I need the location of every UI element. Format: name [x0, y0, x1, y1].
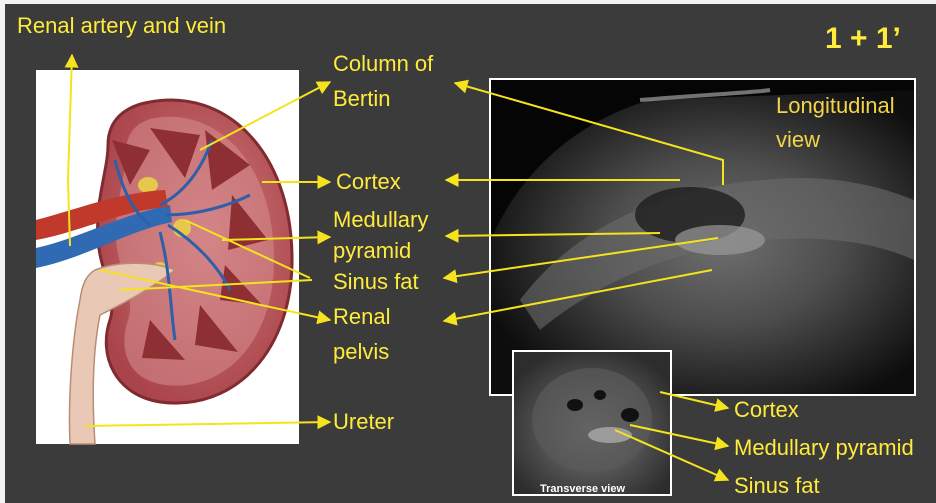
label-sinus-fat: Sinus fat	[333, 268, 419, 295]
label-renal-artery-vein: Renal artery and vein	[17, 12, 226, 39]
kidney-illustration	[36, 70, 299, 444]
label-transverse-cortex: Cortex	[734, 396, 799, 423]
label-longitudinal-line2: view	[776, 126, 820, 153]
label-renal-pelvis-line2: pelvis	[333, 338, 389, 365]
label-renal-pelvis-line1: Renal	[333, 303, 390, 330]
label-column-of-bertin-line1: Column of	[333, 50, 433, 77]
label-medullary-line2: pyramid	[333, 237, 411, 264]
ultrasound-transverse-image	[512, 350, 672, 496]
ultrasound-longitudinal-image	[489, 78, 916, 396]
label-transverse-medullary: Medullary pyramid	[734, 434, 914, 461]
transverse-caption: Transverse view	[540, 483, 625, 495]
slide-number: 1 + 1’	[825, 22, 901, 56]
label-column-of-bertin-line2: Bertin	[333, 85, 390, 112]
label-ureter: Ureter	[333, 408, 394, 435]
label-longitudinal-line1: Longitudinal	[776, 92, 895, 119]
label-cortex: Cortex	[336, 168, 401, 195]
label-transverse-sinus-fat: Sinus fat	[734, 472, 820, 499]
label-medullary-line1: Medullary	[333, 206, 428, 233]
